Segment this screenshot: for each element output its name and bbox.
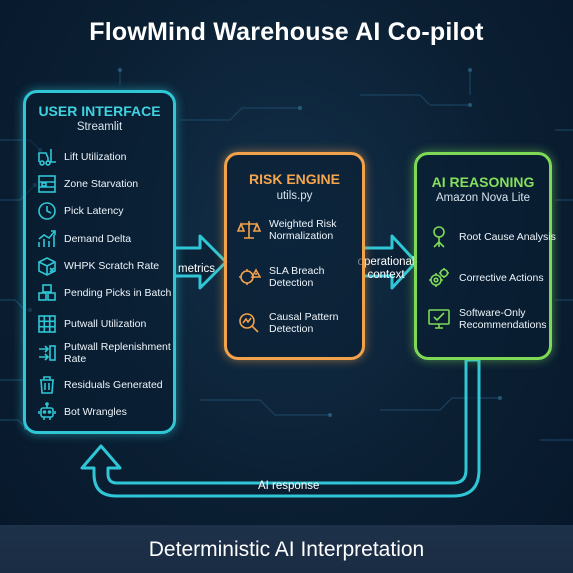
- robot-icon: [38, 402, 56, 420]
- risk-item-label: Causal Pattern Detection: [269, 311, 339, 335]
- ui-item-whpk-scratch-rate: WHPK Scratch Rate: [36, 252, 176, 280]
- shelves-icon: [38, 175, 56, 193]
- balance-scale-icon: [237, 221, 261, 239]
- grid-icon: [38, 315, 56, 333]
- risk-item-sla-breach: SLA Breach Detection: [237, 265, 367, 289]
- diagram-title: FlowMind Warehouse AI Co-pilot: [89, 18, 484, 46]
- ui-item-label: Putwall Replenishment Rate: [64, 341, 171, 365]
- ui-panel-subtitle: Streamlit: [76, 121, 123, 133]
- box-scratch-icon: [38, 257, 56, 276]
- ai-item-software-only: Software-Only Recommendations: [427, 307, 557, 331]
- clock-icon: [38, 202, 56, 220]
- operational-context-label: operational context: [357, 256, 415, 281]
- trash-bin-icon: [40, 376, 54, 394]
- ui-item-label: Pick Latency: [64, 205, 124, 217]
- ui-item-label: Putwall Utilization: [64, 318, 147, 330]
- ai-reasoning-panel: AI REASONING Amazon Nova Lite Root Cause…: [414, 152, 556, 360]
- risk-engine-panel: RISK ENGINE utils.py Weighted Risk Norma…: [224, 152, 365, 360]
- ui-item-label: Bot Wrangles: [64, 406, 127, 418]
- ui-item-label: Demand Delta: [64, 233, 132, 245]
- forklift-icon: [38, 149, 56, 166]
- risk-item-label: SLA Breach Detection: [269, 265, 325, 289]
- trend-chart-icon: [38, 230, 56, 247]
- ai-item-label: Corrective Actions: [459, 272, 544, 284]
- ui-item-zone-starvation: Zone Starvation: [36, 170, 176, 198]
- ai-item-label: Software-Only Recommendations: [459, 307, 547, 331]
- gears-icon: [429, 268, 449, 287]
- monitor-check-icon: [428, 309, 450, 329]
- ui-panel-title: USER INTERFACE: [38, 103, 161, 119]
- ai-panel-subtitle: Amazon Nova Lite: [436, 192, 530, 204]
- replenish-arrows-icon: [39, 345, 56, 361]
- footer-text: Deterministic AI Interpretation: [148, 538, 425, 561]
- ai-panel-title: AI REASONING: [431, 174, 535, 190]
- ai-response-label: AI response: [258, 480, 320, 492]
- risk-item-weighted-normalization: Weighted Risk Normalization: [237, 218, 367, 242]
- ai-response-arrow: [80, 358, 481, 498]
- ui-item-label: Lift Utilization: [64, 151, 127, 163]
- risk-panel-subtitle: utils.py: [276, 190, 313, 202]
- ui-item-pick-latency: Pick Latency: [36, 197, 176, 225]
- ui-item-label: Zone Starvation: [64, 178, 139, 190]
- ui-item-putwall-replenishment: Putwall Replenishment Rate: [36, 339, 176, 367]
- metrics-label: metrics: [178, 263, 216, 275]
- risk-item-causal-pattern: Causal Pattern Detection: [237, 311, 367, 335]
- tree-roots-icon: [433, 226, 445, 248]
- ui-item-bot-wrangles: Bot Wrangles: [36, 398, 176, 426]
- ui-item-label: Pending Picks in Batch: [64, 287, 172, 299]
- ui-item-label: Residuals Generated: [64, 379, 163, 391]
- ai-item-corrective-actions: Corrective Actions: [427, 266, 557, 290]
- user-interface-panel: USER INTERFACE Streamlit Lift Utilizatio…: [23, 90, 176, 434]
- magnifier-chart-icon: [239, 313, 259, 333]
- warning-gear-icon: [239, 268, 261, 285]
- ui-item-putwall-utilization: Putwall Utilization: [36, 310, 176, 338]
- ui-item-label: WHPK Scratch Rate: [64, 260, 160, 272]
- ui-item-lift-utilization: Lift Utilization: [36, 143, 176, 171]
- ai-item-label: Root Cause Analysis: [459, 231, 556, 243]
- stacked-boxes-icon: [38, 284, 56, 301]
- ui-item-residuals-generated: Residuals Generated: [36, 371, 176, 399]
- ai-item-root-cause: Root Cause Analysis: [427, 225, 557, 249]
- risk-panel-title: RISK ENGINE: [248, 171, 340, 187]
- metrics-arrow: [176, 234, 228, 290]
- ui-item-pending-picks: Pending Picks in Batch: [36, 279, 176, 307]
- ui-item-demand-delta: Demand Delta: [36, 225, 176, 253]
- footer-bar: [0, 525, 573, 573]
- risk-item-label: Weighted Risk Normalization: [269, 218, 337, 242]
